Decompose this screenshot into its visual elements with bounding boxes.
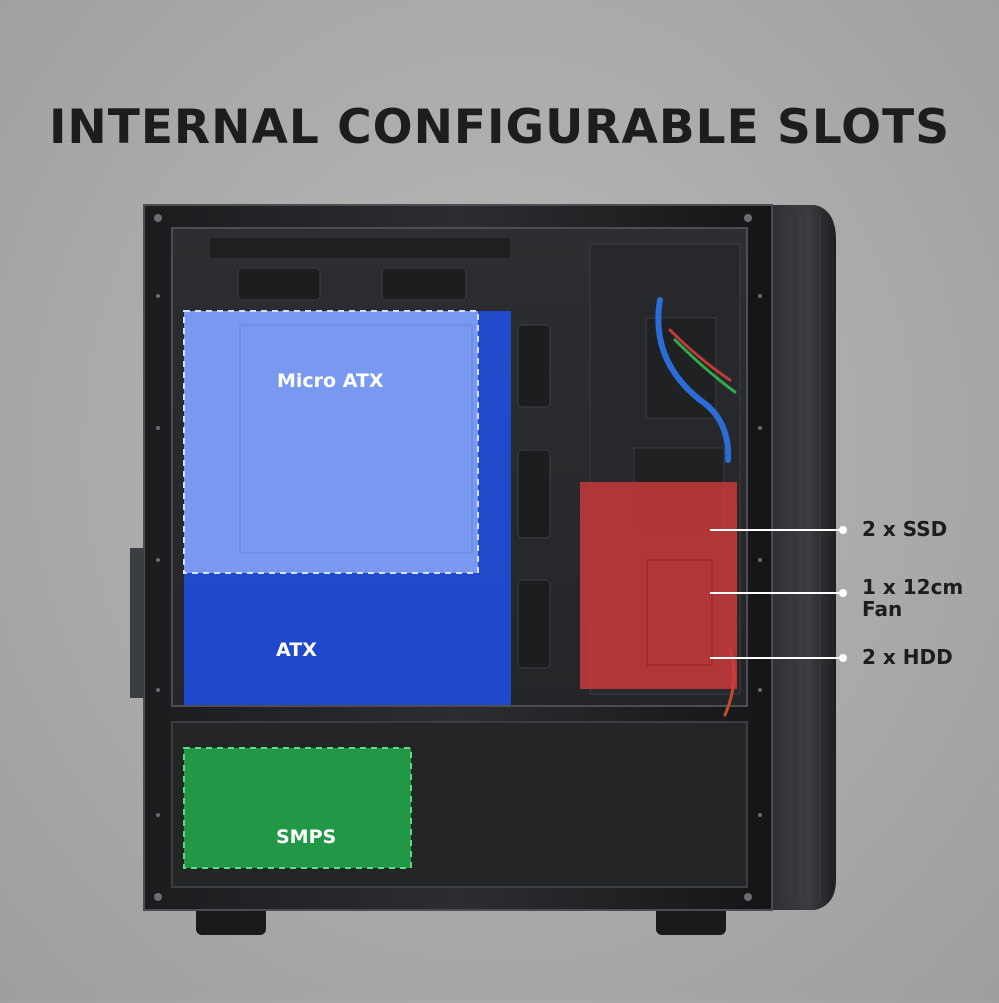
callout-hdd: 2 x HDD <box>862 645 953 669</box>
micro-atx-zone <box>183 310 479 574</box>
callout-ssd: 2 x SSD <box>862 517 948 541</box>
front-panel <box>768 205 836 910</box>
callout-lines <box>710 526 847 662</box>
atx-label: ATX <box>276 639 317 661</box>
drive-bay-zone <box>580 482 737 689</box>
callout-fan-line1: 1 x 12cm <box>862 575 964 599</box>
callout-fan-line2: Fan <box>862 597 903 621</box>
smps-zone <box>183 747 412 869</box>
micro-atx-label: Micro ATX <box>277 370 384 392</box>
smps-label: SMPS <box>276 826 337 848</box>
page-title: INTERNAL CONFIGURABLE SLOTS <box>48 100 951 155</box>
